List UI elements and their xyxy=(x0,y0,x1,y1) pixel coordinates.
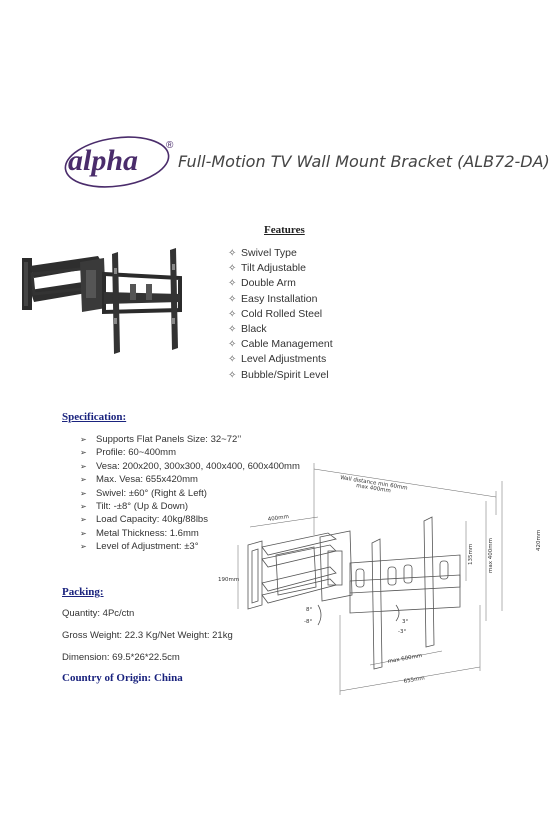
specification-list: ➢Supports Flat Panels Size: 32~72’’ ➢Pro… xyxy=(80,433,300,554)
arrow-bullet-icon: ➢ xyxy=(80,448,87,458)
level-minus-label: -3° xyxy=(398,629,406,635)
star-bullet-icon: ✧ xyxy=(228,278,237,290)
feature-item: ✧Level Adjustments xyxy=(228,352,333,367)
packing-dimension: Dimension: 69.5*26*22.5cm xyxy=(62,652,180,663)
alpha-logo: alpha ® xyxy=(64,136,174,188)
spec-item: ➢Load Capacity: 40kg/88lbs xyxy=(80,514,208,526)
brand-name: alpha xyxy=(68,144,138,177)
width-655-label: 655mm xyxy=(403,675,425,685)
star-bullet-icon: ✧ xyxy=(228,293,237,305)
spec-item: ➢Max. Vesa: 655x420mm xyxy=(80,474,198,486)
tilt-down-label: -8° xyxy=(304,619,312,625)
arrow-bullet-icon: ➢ xyxy=(80,501,87,511)
star-bullet-icon: ✧ xyxy=(228,263,237,275)
height-135-label: 135mm xyxy=(468,544,474,565)
dimension-drawing: Wall distance min 60mm max 400mm 400mm 1… xyxy=(218,463,542,695)
max-400-label: max 400mm xyxy=(488,538,494,573)
feature-item: ✧Cold Rolled Steel xyxy=(228,307,333,322)
packing-heading: Packing: xyxy=(62,586,104,598)
packing-weight: Gross Weight: 22.3 Kg/Net Weight: 21kg xyxy=(62,630,233,641)
wall-distance-max-label: max 400mm xyxy=(356,483,391,494)
feature-item: ✧Easy Installation xyxy=(228,292,333,307)
spec-item: ➢Supports Flat Panels Size: 32~72’’ xyxy=(80,434,242,445)
feature-item: ✧Swivel Type xyxy=(228,246,333,261)
max-600-label: max 600mm xyxy=(387,653,422,665)
feature-item: ✧Double Arm xyxy=(228,276,333,291)
star-bullet-icon: ✧ xyxy=(228,323,237,335)
registered-mark: ® xyxy=(166,140,174,151)
mount-product-image xyxy=(22,248,182,354)
spec-item: ➢Level of Adjustment: ±3° xyxy=(80,541,199,553)
features-heading: Features xyxy=(264,224,305,236)
spec-item: ➢Metal Thickness: 1.6mm xyxy=(80,527,199,539)
arm-length-label: 400mm xyxy=(267,514,289,523)
arrow-bullet-icon: ➢ xyxy=(80,488,87,498)
country-of-origin: Country of Origin: China xyxy=(62,672,183,684)
feature-item: ✧Tilt Adjustable xyxy=(228,261,333,276)
arrow-bullet-icon: ➢ xyxy=(80,542,87,552)
arrow-bullet-icon: ➢ xyxy=(80,515,87,525)
tilt-up-label: 8° xyxy=(306,607,312,613)
product-title: Full-Motion TV Wall Mount Bracket (ALB72… xyxy=(178,152,550,171)
spec-item: ➢Tilt: -±8° (Up & Down) xyxy=(80,500,189,512)
specification-heading: Specification: xyxy=(62,411,127,423)
star-bullet-icon: ✧ xyxy=(228,248,237,259)
feature-item: ✧Cable Management xyxy=(228,337,333,352)
arrow-bullet-icon: ➢ xyxy=(80,461,87,471)
height-420-label: 420mm xyxy=(536,530,542,551)
spec-item: ➢Profile: 60~400mm xyxy=(80,447,176,459)
arrow-bullet-icon: ➢ xyxy=(80,435,87,444)
arrow-bullet-icon: ➢ xyxy=(80,528,87,538)
features-list: ✧Swivel Type ✧Tilt Adjustable ✧Double Ar… xyxy=(228,246,333,383)
star-bullet-icon: ✧ xyxy=(228,354,237,366)
star-bullet-icon: ✧ xyxy=(228,339,237,351)
feature-item: ✧Bubble/Spirit Level xyxy=(228,368,333,383)
spec-item: ➢Swivel: ±60° (Right & Left) xyxy=(80,487,207,499)
level-plus-label: 3° xyxy=(402,619,408,625)
plate-height-label: 190mm xyxy=(218,577,239,583)
arrow-bullet-icon: ➢ xyxy=(80,475,87,485)
packing-quantity: Quantity: 4Pc/ctn xyxy=(62,608,135,619)
star-bullet-icon: ✧ xyxy=(228,308,237,320)
star-bullet-icon: ✧ xyxy=(228,369,237,381)
spec-item: ➢Vesa: 200x200, 300x300, 400x400, 600x40… xyxy=(80,460,300,472)
feature-item: ✧Black xyxy=(228,322,333,337)
